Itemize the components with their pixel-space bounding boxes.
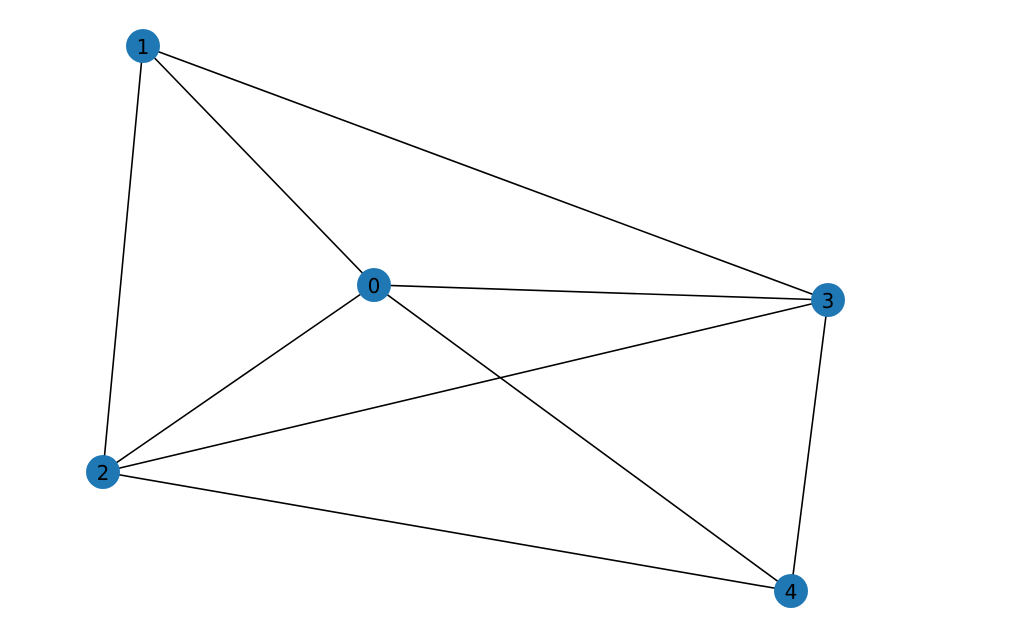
node-circle — [357, 268, 391, 302]
edge-0-2 — [102, 284, 375, 473]
edge-2-4 — [102, 471, 792, 592]
edge-2-3 — [102, 299, 829, 473]
node-label: 1 — [137, 35, 150, 59]
edge-1-3 — [142, 45, 829, 301]
node-circle — [811, 283, 845, 317]
node-label: 4 — [785, 580, 798, 604]
edge-3-4 — [790, 299, 829, 592]
nodes-layer: 0 1 2 3 4 — [86, 29, 845, 608]
edge-0-3 — [373, 284, 829, 301]
edge-1-2 — [102, 45, 144, 473]
node-4: 4 — [774, 574, 808, 608]
edge-0-4 — [373, 284, 792, 592]
node-2: 2 — [86, 455, 120, 489]
edges-layer — [102, 45, 829, 592]
node-circle — [774, 574, 808, 608]
node-label: 3 — [822, 289, 835, 313]
node-3: 3 — [811, 283, 845, 317]
node-circle — [86, 455, 120, 489]
edge-0-1 — [142, 45, 375, 286]
node-0: 0 — [357, 268, 391, 302]
node-1: 1 — [126, 29, 160, 63]
node-label: 0 — [368, 274, 381, 298]
node-label: 2 — [97, 461, 110, 485]
node-circle — [126, 29, 160, 63]
